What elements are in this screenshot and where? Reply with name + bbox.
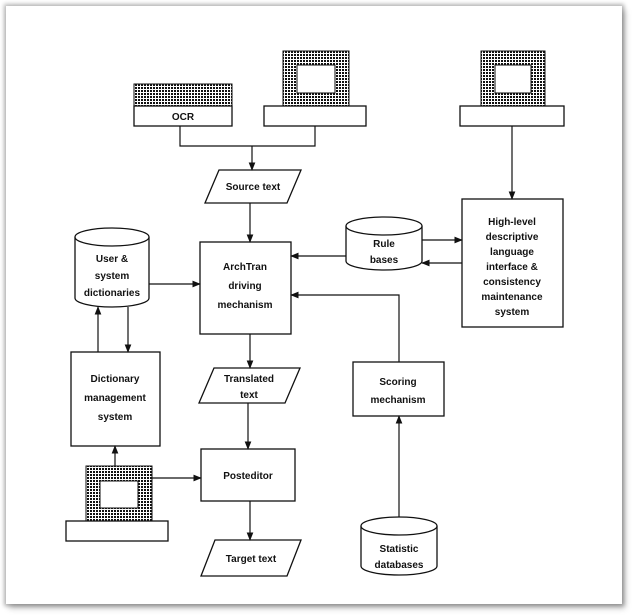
- svg-text:Translated: Translated: [224, 374, 274, 385]
- archtran-driving-mechanism-node: ArchTran driving mechanism: [199, 241, 292, 335]
- svg-text:consistency: consistency: [483, 277, 541, 288]
- svg-text:dictionaries: dictionaries: [84, 288, 141, 299]
- svg-text:language: language: [490, 247, 534, 258]
- svg-text:Rule: Rule: [373, 239, 395, 250]
- svg-text:ArchTran: ArchTran: [223, 262, 267, 273]
- svg-text:text: text: [240, 390, 258, 401]
- target-text-node: Target text: [200, 539, 302, 577]
- translated-text-node: Translated text: [198, 367, 301, 404]
- posteditor-node: Posteditor: [200, 448, 296, 502]
- svg-text:system: system: [495, 307, 530, 318]
- svg-text:system: system: [95, 271, 130, 282]
- scoring-mechanism-node: Scoring mechanism: [352, 361, 445, 417]
- svg-text:databases: databases: [375, 560, 424, 571]
- svg-text:Posteditor: Posteditor: [223, 471, 273, 482]
- svg-text:descriptive: descriptive: [486, 232, 539, 243]
- svg-text:system: system: [98, 412, 133, 423]
- svg-text:bases: bases: [370, 255, 399, 266]
- ocr-scanner: OCR: [133, 83, 233, 127]
- svg-text:Scoring: Scoring: [379, 377, 416, 388]
- ocr-label: OCR: [172, 112, 195, 123]
- dictionary-management-system-node: Dictionary management system: [70, 351, 161, 447]
- terminal-maintenance-icon: [459, 50, 565, 127]
- connectors: [94, 126, 516, 541]
- svg-text:maintenance: maintenance: [481, 292, 543, 303]
- user-system-dictionaries-node: User & system dictionaries: [74, 227, 150, 308]
- svg-text:driving: driving: [228, 281, 261, 292]
- svg-text:User &: User &: [96, 254, 128, 265]
- source-text-node: Source text: [204, 169, 302, 204]
- svg-text:mechanism: mechanism: [217, 300, 272, 311]
- svg-text:Dictionary: Dictionary: [91, 374, 140, 385]
- svg-text:Statistic: Statistic: [380, 544, 419, 555]
- terminal-posteditor-icon: [65, 465, 169, 542]
- svg-text:High-level: High-level: [488, 217, 536, 228]
- svg-text:interface &: interface &: [486, 262, 538, 273]
- svg-text:management: management: [84, 393, 146, 404]
- terminal-input-icon: [263, 50, 367, 127]
- svg-text:Source text: Source text: [226, 182, 281, 193]
- high-level-interface-node: High-level descriptive language interfac…: [461, 198, 564, 328]
- rule-bases-node: Rule bases: [345, 216, 423, 271]
- svg-text:mechanism: mechanism: [370, 395, 425, 406]
- svg-text:Target text: Target text: [226, 554, 277, 565]
- statistic-databases-node: Statistic databases: [360, 516, 438, 576]
